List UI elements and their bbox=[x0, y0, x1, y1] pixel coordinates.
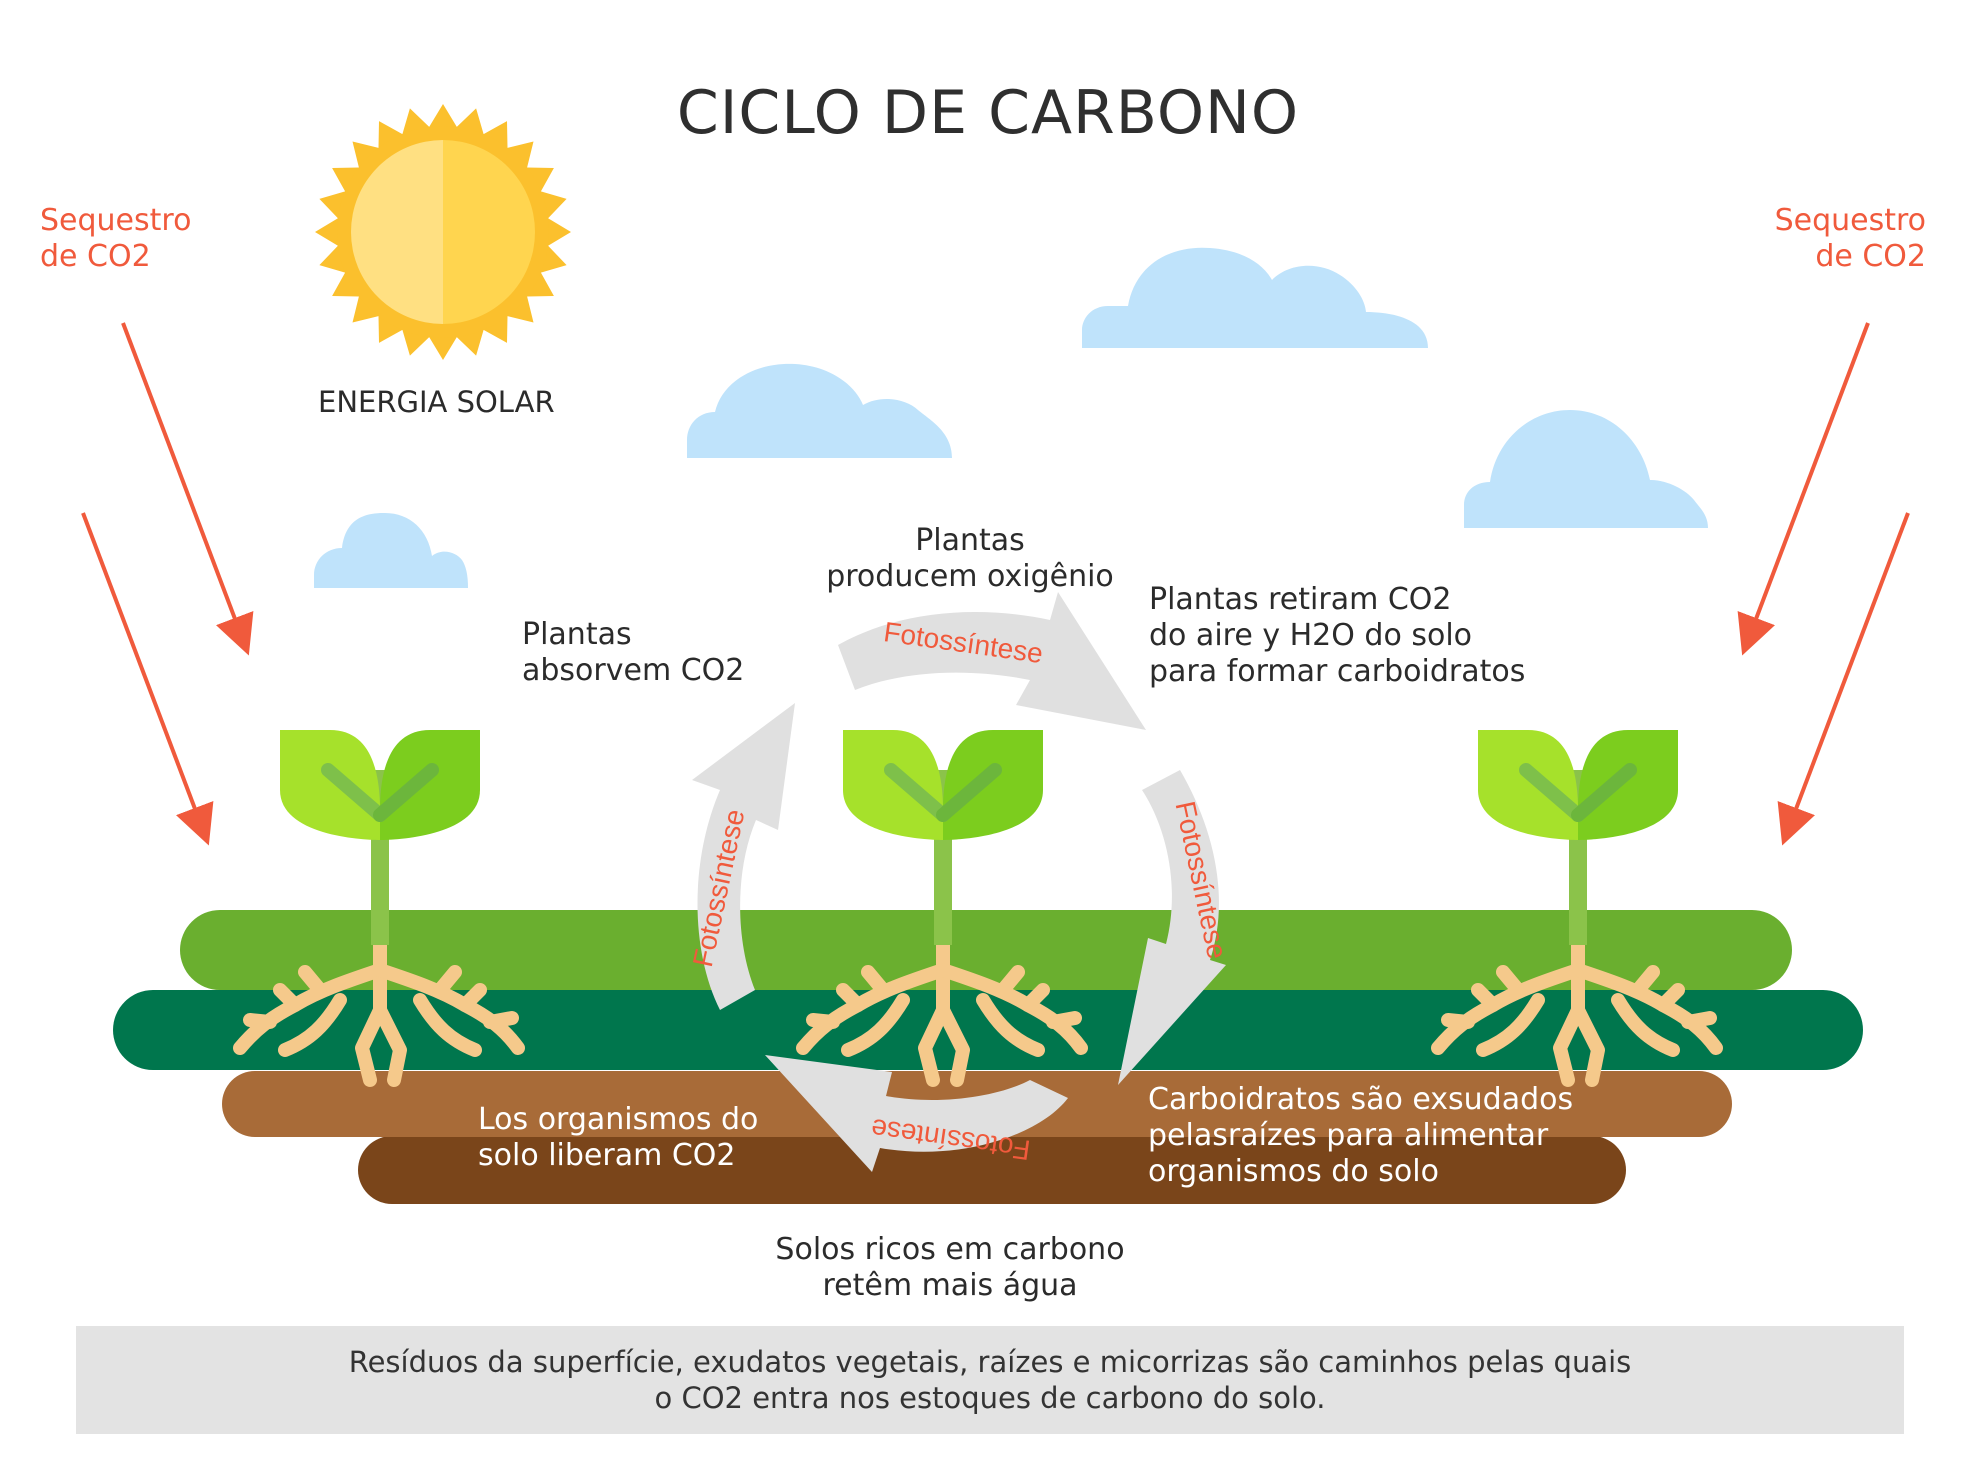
label-soils-water: Solos ricos em carbono retêm mais água bbox=[775, 1232, 1125, 1303]
label-soil-organisms: Los organismos do solo liberam CO2 bbox=[478, 1102, 759, 1173]
soil-layer-dark bbox=[358, 1136, 1626, 1204]
footer-note-box bbox=[76, 1326, 1904, 1434]
cloud-icon bbox=[1464, 410, 1708, 528]
grass-layer-light bbox=[180, 910, 1792, 990]
sequestration-arrows-right bbox=[1737, 322, 1910, 846]
cloud-icon bbox=[687, 363, 952, 458]
sun-label: ENERGIA SOLAR bbox=[318, 385, 555, 419]
label-plants-remove: Plantas retiram CO2 do aire y H2O do sol… bbox=[1149, 582, 1526, 689]
label-plants-absorb: Plantas absorvem CO2 bbox=[522, 617, 745, 688]
label-plants-oxygen: Plantas producem oxigênio bbox=[826, 523, 1114, 594]
grass-layer-dark bbox=[113, 990, 1863, 1070]
cloud-icon bbox=[314, 513, 468, 588]
footer-note: Resíduos da superfície, exudatos vegetai… bbox=[348, 1345, 1632, 1415]
sun-icon bbox=[315, 104, 571, 360]
label-carbs-exuded: Carboidratos são exsudados pelasraízes p… bbox=[1148, 1082, 1574, 1189]
photosynthesis-cycle: Fotossíntese Fotossíntese Fotossíntese F… bbox=[687, 592, 1233, 1172]
page-title: CICLO DE CARBONO bbox=[676, 78, 1300, 148]
sequestration-label-left: Sequestro de CO2 bbox=[40, 203, 192, 274]
cloud-icon bbox=[1082, 247, 1428, 348]
sequestration-label-right: Sequestro de CO2 bbox=[1774, 203, 1926, 274]
sequestration-arrows-left bbox=[81, 322, 254, 846]
